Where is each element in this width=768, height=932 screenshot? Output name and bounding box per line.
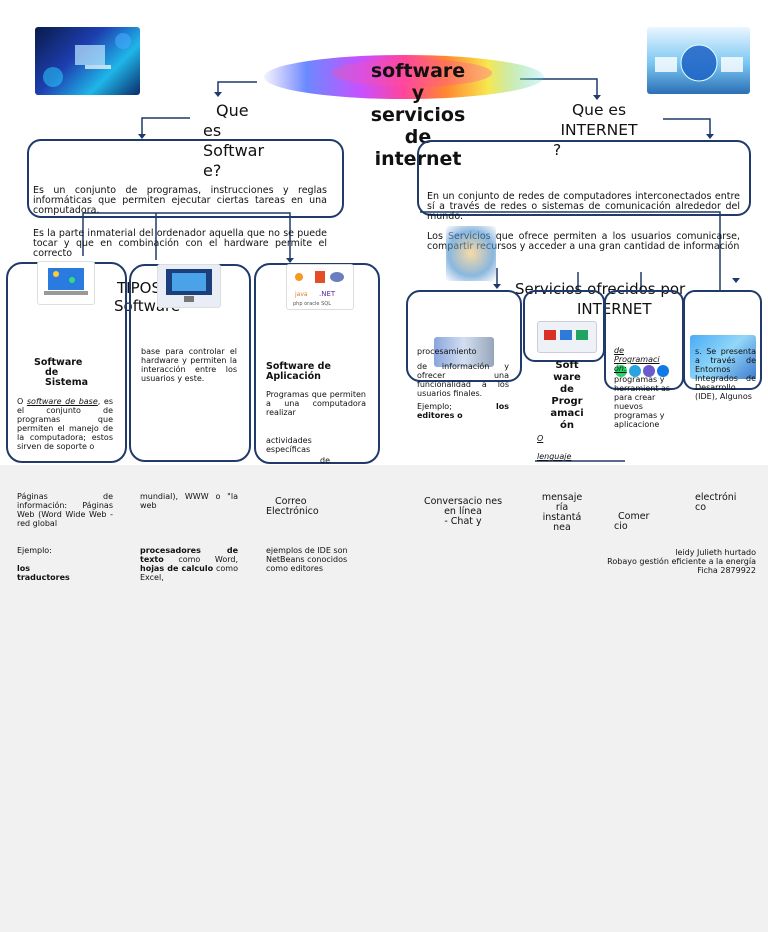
laptop-image bbox=[37, 261, 95, 305]
software-base-link[interactable]: software de base bbox=[26, 397, 98, 406]
software-middle-text: base para controlar el hardware y permit… bbox=[141, 347, 237, 383]
ecommerce-label-part2: electróni co bbox=[695, 492, 737, 513]
internet-question-heading: Que es INTERNET ? bbox=[553, 101, 638, 159]
internet-definition-box bbox=[417, 140, 751, 216]
bottom-col1-text: Páginas de información: Páginas Web (Wor… bbox=[17, 492, 113, 528]
email-service-label: Correo Electrónico bbox=[266, 496, 319, 517]
service-1-text: procesamiento de información y ofrecer u… bbox=[417, 347, 509, 420]
internet-globe-image bbox=[647, 27, 750, 94]
instant-messaging-label: mensaje ría instantá nea bbox=[541, 492, 583, 533]
rainbow-splash bbox=[264, 55, 544, 99]
internet-services-title: Servicios ofrecidos por INTERNET bbox=[515, 280, 686, 318]
connector-lines bbox=[82, 78, 740, 462]
system-software-title: Software de Sistema bbox=[34, 357, 89, 388]
ecommerce-image bbox=[690, 335, 756, 379]
programming-language-link[interactable]: lenguaje bbox=[537, 452, 572, 461]
software-question-heading: Que es Softwar e? bbox=[203, 101, 265, 180]
computer-screen-image bbox=[157, 264, 221, 308]
application-software-title: Software de Aplicación bbox=[266, 361, 331, 382]
internet-description: Los Servicios que ofrece permiten a los … bbox=[427, 231, 740, 252]
software-definition-box bbox=[27, 139, 344, 218]
application-software-text3: de bbox=[320, 456, 330, 465]
software-description: Es la parte inmaterial del ordenador aqu… bbox=[33, 228, 327, 259]
messaging-icons-image bbox=[614, 363, 670, 377]
system-software-text: O software de base, es el conjunto de pr… bbox=[17, 397, 113, 451]
internet-definition: En un conjunto de redes de computadores … bbox=[427, 191, 740, 222]
translators-label: los traductores bbox=[17, 564, 70, 582]
programming-software-title: Soft ware de Progr amaci ón bbox=[550, 360, 584, 431]
email-chat-image bbox=[434, 337, 494, 367]
programming-link[interactable]: de Programaci ón: bbox=[614, 346, 660, 373]
programming-logos-image: .NET java php oracle SQL bbox=[286, 264, 354, 310]
software-definition: Es un conjunto de programas, instruccion… bbox=[33, 185, 327, 216]
email-apps-image bbox=[537, 321, 597, 353]
chat-service-label: Conversacio nes en línea - Chat y bbox=[423, 496, 503, 527]
programming-o: O bbox=[537, 434, 544, 443]
ide-examples-text: ejemplos de IDE son NetBeans conocidos c… bbox=[266, 546, 348, 573]
application-software-text2: actividades específicas bbox=[266, 436, 312, 454]
office-examples-text: procesadores de texto como Word, hojas d… bbox=[140, 546, 238, 582]
application-software-text: Programas que permiten a una computadora… bbox=[266, 390, 366, 417]
svg-text:php oracle SQL: php oracle SQL bbox=[293, 301, 331, 307]
example-label: Ejemplo: bbox=[17, 546, 52, 555]
technology-image bbox=[35, 27, 140, 95]
service-4-text: s. Se presenta a través de Entornos Inte… bbox=[695, 347, 756, 401]
ecommerce-label-part1: Comer cio bbox=[614, 511, 650, 532]
bottom-col2-text: mundial), WWW o "la web bbox=[140, 492, 238, 510]
page-title: software y servicios de internet bbox=[370, 60, 466, 170]
network-icon-image bbox=[446, 226, 496, 281]
svg-text:.NET: .NET bbox=[319, 290, 336, 298]
service-3-text: programas y herramient as para crear nue… bbox=[614, 375, 671, 429]
service-box-1 bbox=[406, 290, 522, 382]
service-box-4 bbox=[683, 290, 762, 390]
author-credits: leidy Julieth hurtado Robayo gestión efi… bbox=[607, 548, 756, 575]
svg-text:java: java bbox=[294, 291, 308, 298]
